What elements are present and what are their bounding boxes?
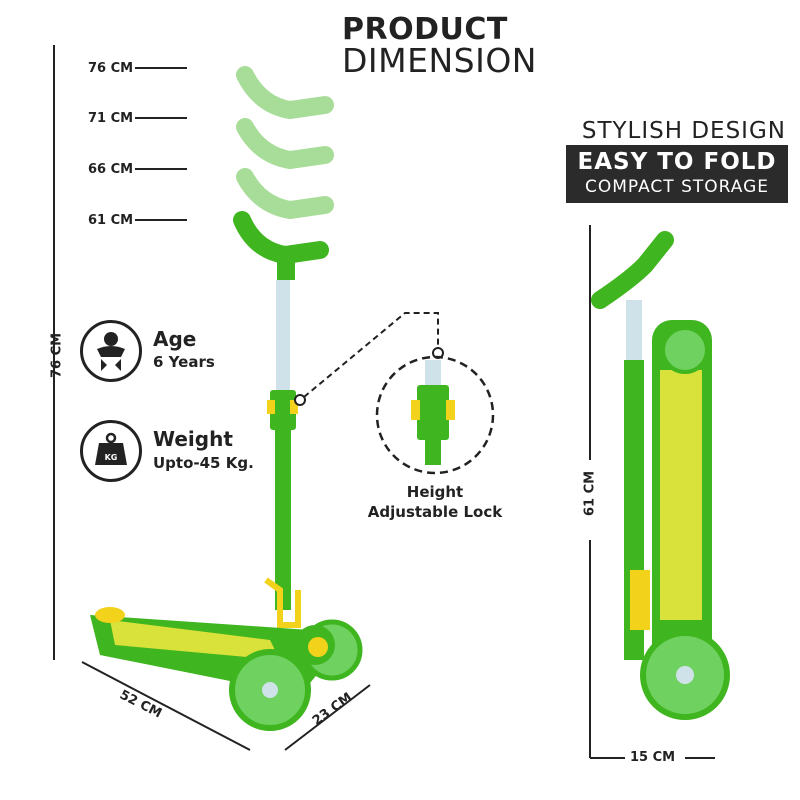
feature-easy-to-fold: EASY TO FOLD xyxy=(577,149,777,175)
height-level-66: 66 CM xyxy=(88,162,134,177)
height-level-ticks xyxy=(135,67,187,221)
base-dimension-lines xyxy=(81,661,371,751)
total-height-line xyxy=(53,45,55,660)
lock-callout xyxy=(294,312,495,475)
height-level-61: 61 CM xyxy=(88,213,134,228)
ghost-handlebars xyxy=(236,66,334,220)
lock-detail xyxy=(411,360,455,465)
age-title: Age xyxy=(153,327,197,351)
handlebar xyxy=(233,211,329,265)
height-level-71: 71 CM xyxy=(88,111,134,126)
weight-title: Weight xyxy=(153,427,233,451)
folded-width-label: 15 CM xyxy=(630,750,676,765)
total-height-label: 76 CM xyxy=(49,332,65,379)
feature-box: EASY TO FOLD COMPACT STORAGE xyxy=(566,145,788,203)
feature-stylish-design: STYLISH DESIGN xyxy=(581,118,786,144)
scooter-illustration xyxy=(90,66,363,731)
title-product: PRODUCT xyxy=(342,12,508,47)
lock-label-line1: Height xyxy=(406,483,464,501)
age-value: 6 Years xyxy=(153,353,215,371)
lock-label: Height Adjustable Lock xyxy=(350,482,520,522)
baby-icon xyxy=(80,320,142,382)
weight-value: Upto-45 Kg. xyxy=(153,454,254,472)
folded-height-label: 61 CM xyxy=(582,470,598,517)
title-dimension: DIMENSION xyxy=(342,41,537,80)
folded-scooter-illustration xyxy=(591,231,730,720)
weight-icon-text: KG xyxy=(105,453,118,462)
height-level-76: 76 CM xyxy=(88,61,134,76)
weight-icon: KG xyxy=(80,420,142,482)
folded-dimension-lines xyxy=(589,225,715,759)
feature-compact-storage: COMPACT STORAGE xyxy=(585,177,769,197)
lock-label-line2: Adjustable Lock xyxy=(367,503,503,521)
stem xyxy=(276,280,290,390)
